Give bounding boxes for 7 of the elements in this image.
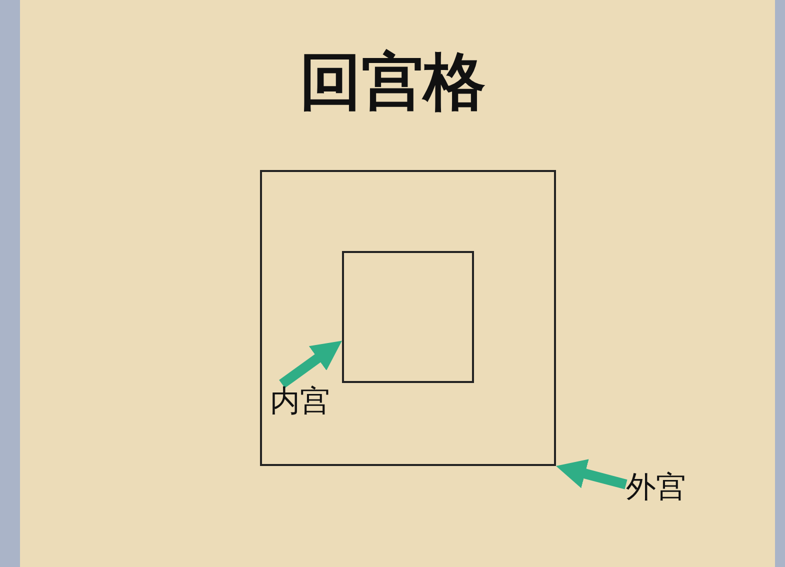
- arrow: [279, 340, 342, 388]
- square-frame: [342, 251, 474, 383]
- part-label: 外宫: [626, 470, 686, 506]
- square-frame: [260, 170, 556, 466]
- part-label: 内宫: [270, 384, 330, 420]
- arrow: [556, 459, 628, 490]
- title: 回宫格: [300, 44, 486, 120]
